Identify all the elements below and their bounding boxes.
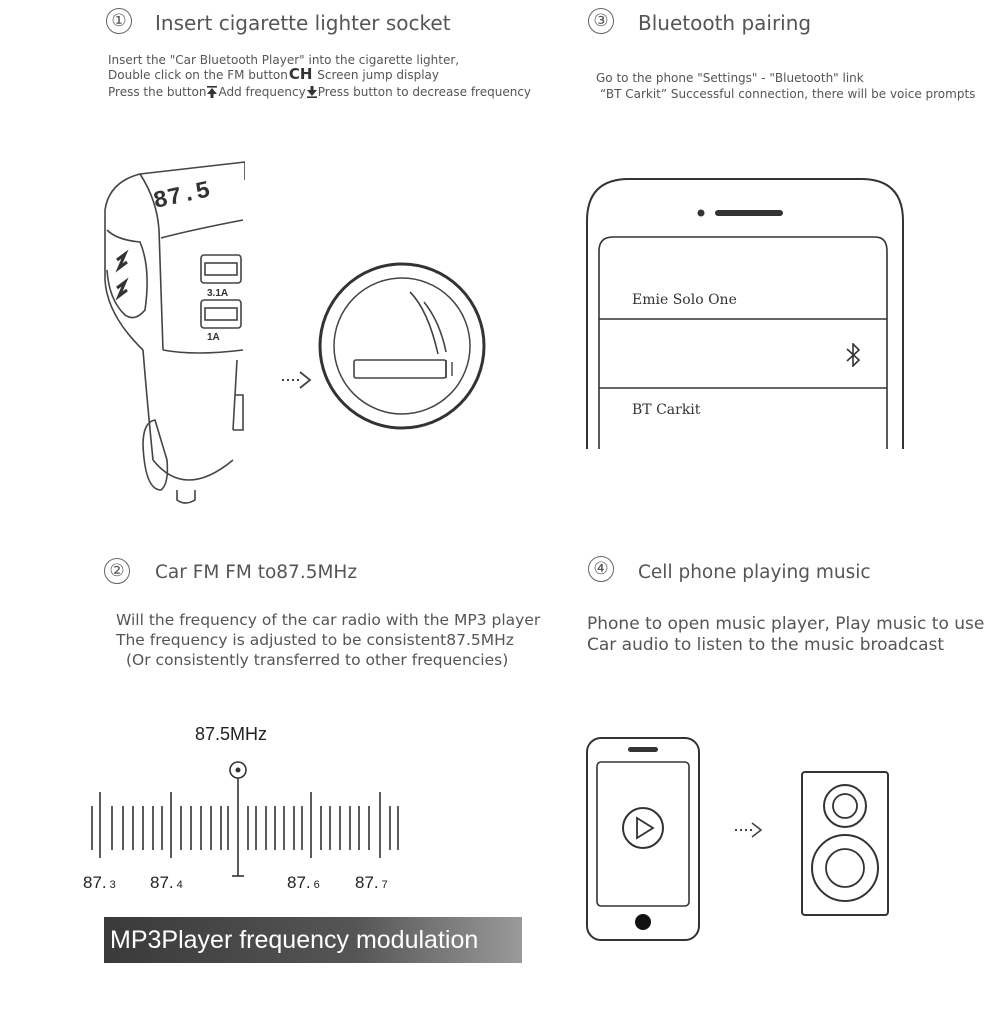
step-1-line-3-pre: Press the button bbox=[108, 85, 207, 99]
step-2-title: Car FM FM to87.5MHz bbox=[155, 562, 358, 583]
port-1-label: 3.1A bbox=[207, 288, 228, 299]
increase-frequency-icon bbox=[207, 86, 218, 98]
step-1-line-3-mid: Add frequency bbox=[218, 85, 306, 99]
step-2-line-1: Will the frequency of the car radio with… bbox=[116, 611, 541, 629]
step-1-line-2-pre: Double click on the FM button bbox=[108, 68, 288, 82]
step-1-line-3-post: Press button to decrease frequency bbox=[317, 85, 532, 99]
step-3-line-2: “BT Carkit” Successful connection, there… bbox=[600, 87, 976, 101]
step-4-line-2: Car audio to listen to the music broadca… bbox=[587, 635, 945, 655]
step-2-line-2: The frequency is adjusted to be consiste… bbox=[116, 631, 514, 649]
step-2-line-3: (Or consistently transferred to other fr… bbox=[126, 651, 509, 669]
step-4-number: ④ bbox=[588, 556, 614, 582]
step-1-line-2: Double click on the FM buttonCH Screen j… bbox=[108, 66, 439, 83]
arrow-right-icon bbox=[282, 371, 312, 389]
device-list-item-1[interactable]: Emie Solo One bbox=[632, 292, 737, 308]
speaker-icon bbox=[801, 771, 889, 916]
step-4-line-1: Phone to open music player, Play music t… bbox=[587, 614, 985, 634]
cigarette-icon bbox=[318, 262, 486, 430]
step-1-line-2-post: Screen jump display bbox=[313, 68, 440, 82]
step-2-number: ② bbox=[104, 558, 130, 584]
port-2-label: 1A bbox=[207, 332, 220, 343]
tick-label-2: 87.4 bbox=[150, 873, 183, 892]
ch-button-glyph: CH bbox=[288, 65, 313, 83]
tick-label-3: 87.6 bbox=[287, 873, 320, 892]
step-3-title: Bluetooth pairing bbox=[638, 11, 812, 35]
car-charger-illustration: 87.5 3.1A 1A bbox=[104, 161, 245, 504]
step-3-number: ③ bbox=[588, 8, 614, 34]
bluetooth-icon bbox=[846, 343, 861, 367]
frequency-label: 87.5MHz bbox=[195, 724, 268, 744]
step-4-title: Cell phone playing music bbox=[638, 562, 871, 583]
decrease-frequency-icon bbox=[306, 86, 317, 98]
bolt-icon bbox=[115, 249, 129, 273]
step-1-title: Insert cigarette lighter socket bbox=[155, 11, 451, 35]
play-icon bbox=[622, 807, 664, 849]
frequency-dial bbox=[91, 761, 399, 877]
phone-bluetooth-illustration bbox=[586, 178, 904, 449]
charger-display: 87.5 bbox=[151, 177, 213, 215]
step-3-line-1: Go to the phone "Settings" - "Bluetooth"… bbox=[596, 71, 864, 85]
tick-label-4: 87.7 bbox=[355, 873, 388, 892]
arrow-right-icon bbox=[735, 822, 763, 838]
step-1-line-1: Insert the "Car Bluetooth Player" into t… bbox=[108, 53, 460, 67]
step-1-number: ① bbox=[106, 8, 132, 34]
step-1-line-3: Press the button Add frequency Press butto… bbox=[108, 84, 531, 100]
device-list-item-2[interactable]: BT Carkit bbox=[632, 402, 701, 418]
tick-label-1: 87.3 bbox=[83, 873, 116, 892]
modulation-banner: MP3Player frequency modulation bbox=[104, 917, 522, 963]
phone-music-illustration bbox=[586, 737, 700, 941]
